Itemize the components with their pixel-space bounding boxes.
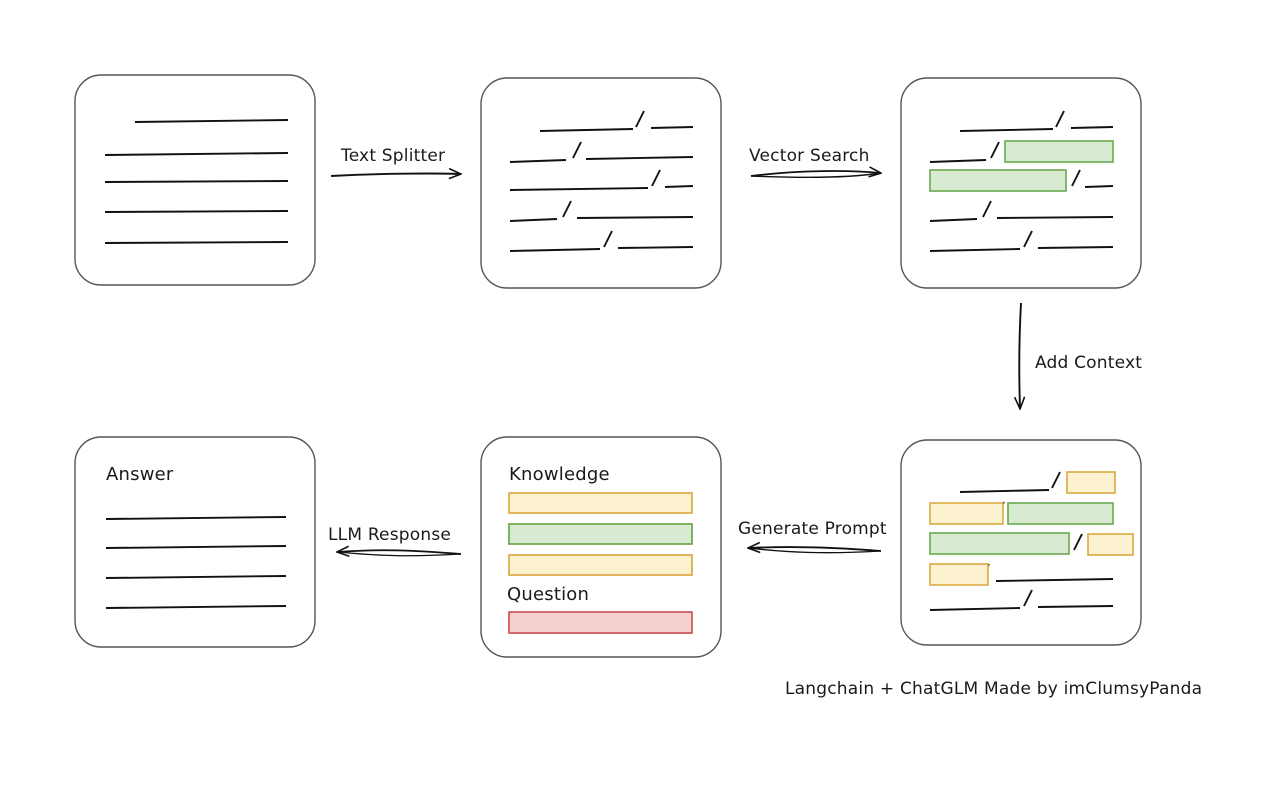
arrow-add-context	[1019, 302, 1021, 408]
arrow-label-generate-prompt: Generate Prompt	[738, 519, 887, 539]
arrow-label-llm-response: LLM Response	[328, 525, 452, 545]
source-document-box	[74, 74, 316, 286]
document-lines	[104, 119, 289, 244]
highlight-yellow	[929, 471, 1134, 586]
matched-chunks-box	[900, 77, 1142, 289]
highlight-green	[929, 140, 1114, 192]
question-bars	[508, 611, 693, 634]
chunk-lines	[509, 110, 694, 252]
arrow-label-vector-search: Vector Search	[749, 146, 870, 166]
answer-title: Answer	[106, 464, 174, 485]
knowledge-title: Knowledge	[509, 464, 610, 485]
question-title: Question	[507, 584, 590, 605]
split-chunks-box	[480, 77, 722, 289]
arrow-label-text-splitter: Text Splitter	[341, 146, 446, 166]
arrow-vector-search	[750, 171, 880, 178]
knowledge-bars	[508, 492, 693, 576]
highlight-green	[929, 502, 1114, 555]
arrow-llm-response	[338, 550, 462, 555]
arrow-label-add-context: Add Context	[1035, 353, 1143, 373]
prompt-box-frame	[480, 436, 722, 658]
footer-credit: Langchain + ChatGLM Made by imClumsyPand…	[785, 679, 1203, 699]
chunk-lines	[929, 110, 1114, 252]
arrow-text-splitter	[330, 174, 460, 176]
context-chunks-box	[900, 439, 1142, 646]
answer-lines	[105, 516, 287, 609]
arrow-generate-prompt	[749, 547, 882, 554]
answer-box-frame	[74, 436, 316, 648]
